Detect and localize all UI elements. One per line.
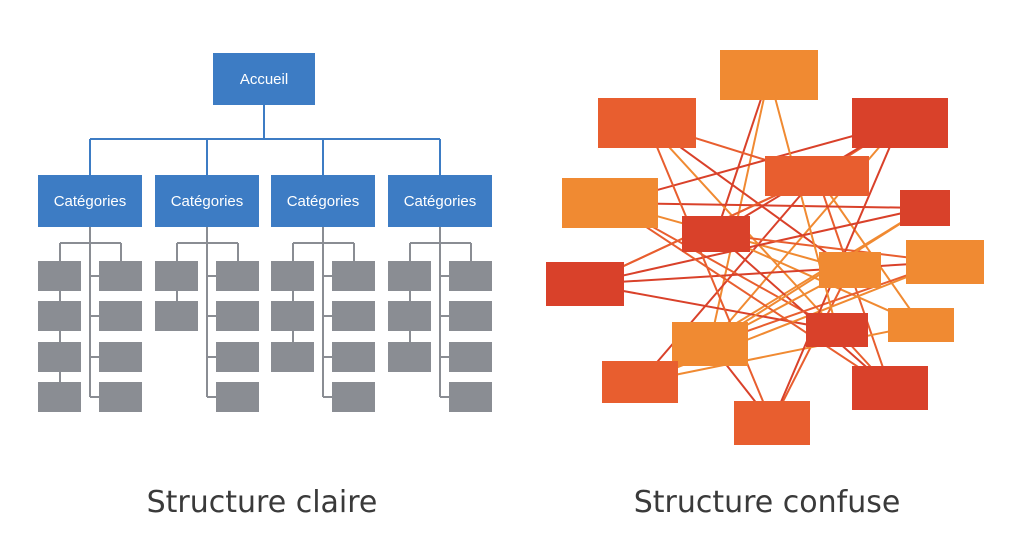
- leaf-box: [271, 261, 314, 291]
- tangled-box: [720, 50, 818, 100]
- category-node-label: Catégories: [404, 193, 477, 210]
- tangled-link: [609, 202, 891, 389]
- root-node: [213, 53, 315, 105]
- tangled-box: [598, 98, 696, 148]
- tangled-link: [709, 261, 946, 345]
- tangled-link: [709, 74, 770, 345]
- leaf-box: [271, 301, 314, 331]
- leaf-box: [332, 261, 375, 291]
- tangled-box: [819, 252, 881, 288]
- leaf-box: [449, 382, 492, 412]
- tangled-box: [765, 156, 869, 196]
- leaf-box: [99, 382, 142, 412]
- confused-structure-web: [546, 50, 984, 445]
- category-node-label: Catégories: [287, 193, 360, 210]
- tangled-box: [906, 240, 984, 284]
- tangled-box: [672, 322, 748, 366]
- tangled-link: [609, 202, 926, 209]
- tangled-link: [646, 122, 773, 424]
- leaf-box: [449, 342, 492, 372]
- tangled-link: [715, 233, 922, 326]
- tangled-box: [562, 178, 658, 228]
- tangled-link: [639, 324, 922, 383]
- leaf-box: [332, 342, 375, 372]
- category-node-label: Catégories: [54, 193, 127, 210]
- tangled-box: [682, 216, 750, 252]
- category-node-label: Catégories: [171, 193, 244, 210]
- tangled-box: [900, 190, 950, 226]
- leaf-box: [99, 301, 142, 331]
- tangled-box: [602, 361, 678, 403]
- leaf-box: [38, 342, 81, 372]
- leaf-box: [449, 261, 492, 291]
- leaf-box: [99, 342, 142, 372]
- leaf-box: [332, 382, 375, 412]
- leaf-box: [271, 342, 314, 372]
- category-node: [271, 175, 375, 227]
- tangled-box: [806, 313, 868, 347]
- leaf-box: [216, 261, 259, 291]
- category-node: [155, 175, 259, 227]
- caption-confused-structure: Structure confuse: [633, 485, 901, 520]
- leaf-box: [388, 261, 431, 291]
- leaf-box: [449, 301, 492, 331]
- leaf-box: [155, 301, 198, 331]
- tangled-link: [584, 283, 838, 331]
- leaf-box: [99, 261, 142, 291]
- category-node: [38, 175, 142, 227]
- tangled-box: [888, 308, 954, 342]
- root-node-label: Accueil: [240, 71, 288, 88]
- tangled-box: [852, 366, 928, 410]
- leaf-box: [216, 301, 259, 331]
- category-node: [388, 175, 492, 227]
- tangled-link: [816, 175, 922, 326]
- leaf-box: [388, 342, 431, 372]
- tangled-link: [584, 261, 946, 285]
- leaf-box: [38, 382, 81, 412]
- tangled-link: [584, 207, 926, 285]
- leaf-box: [155, 261, 198, 291]
- leaf-box: [216, 382, 259, 412]
- leaf-box: [38, 261, 81, 291]
- caption-clear-structure: Structure claire: [146, 485, 378, 520]
- tangled-link: [609, 122, 901, 204]
- tangled-box: [546, 262, 624, 306]
- leaf-box: [332, 301, 375, 331]
- tangled-link: [709, 207, 926, 345]
- leaf-box: [38, 301, 81, 331]
- tangled-link: [639, 175, 818, 383]
- tangled-box: [734, 401, 810, 445]
- tangled-box: [852, 98, 948, 148]
- leaf-box: [388, 301, 431, 331]
- leaf-box: [216, 342, 259, 372]
